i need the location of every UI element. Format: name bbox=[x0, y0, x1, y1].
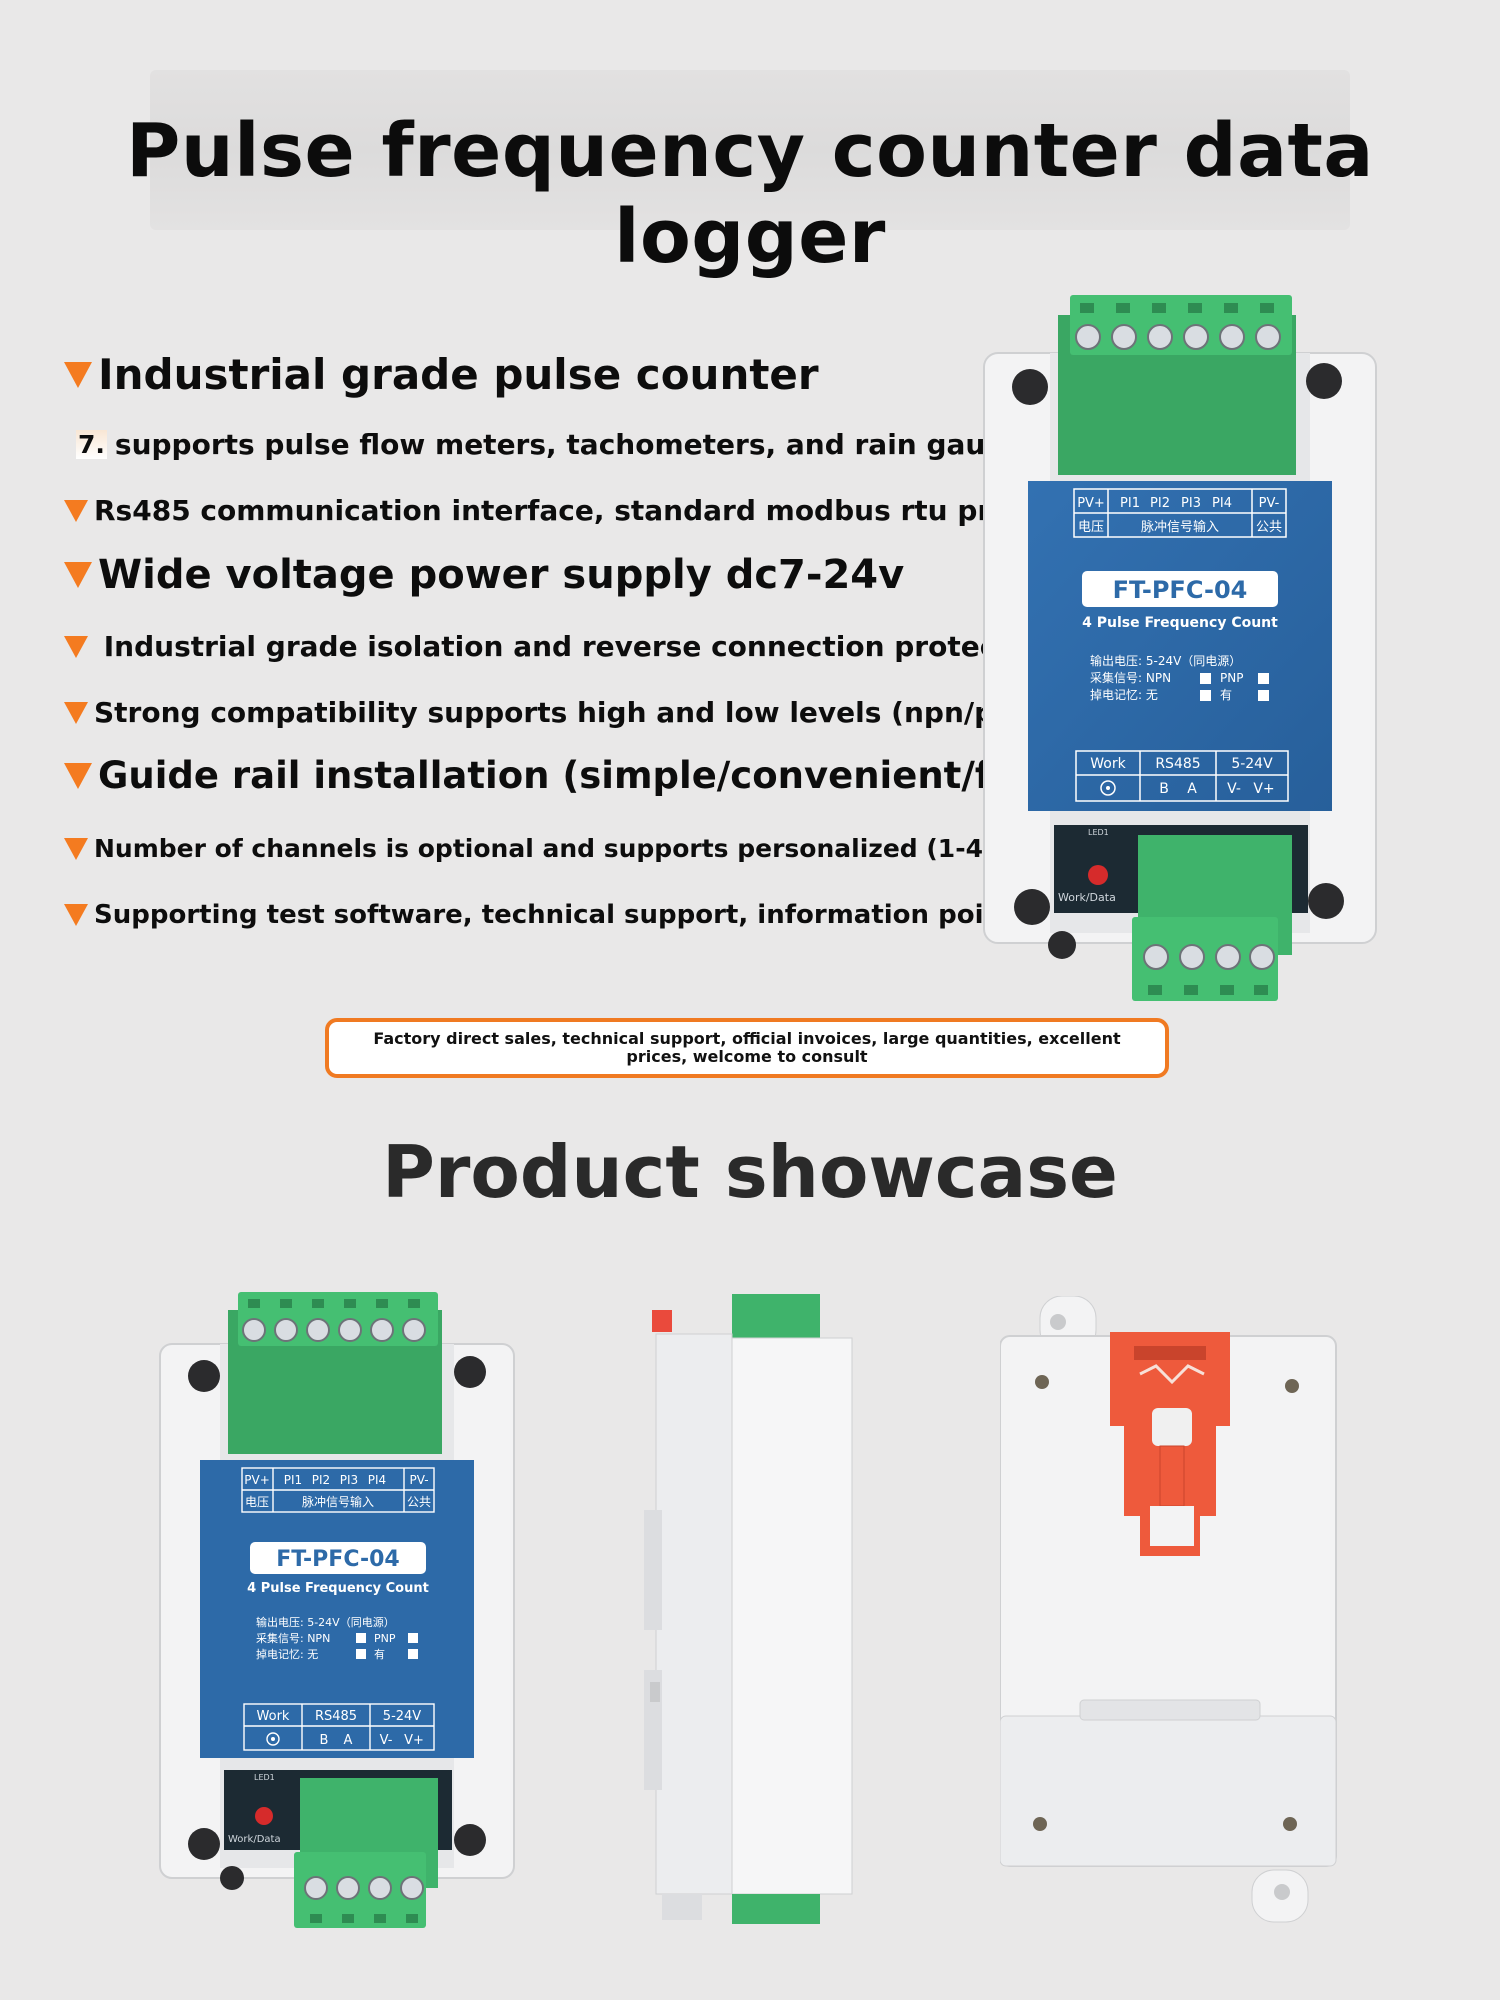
terminal-label: PI3 bbox=[340, 1473, 358, 1487]
device-front-image-showcase: PV+ PI1 PI2 PI3 PI4 PV- 电压 脉冲信号输入 公共 FT-… bbox=[159, 1292, 515, 1928]
spec-line: PNP bbox=[1220, 671, 1243, 685]
terminal-group-label: 公共 bbox=[407, 1495, 431, 1509]
device-side-image bbox=[644, 1294, 853, 1924]
port-value: V+ bbox=[404, 1733, 424, 1748]
terminal-label: PV- bbox=[409, 1473, 428, 1487]
feature-item: Wide voltage power supply dc7-24v bbox=[64, 552, 904, 598]
port-header: Work bbox=[1090, 756, 1126, 772]
terminal-label: PI1 bbox=[1120, 496, 1140, 511]
led-caption: Work/Data bbox=[228, 1834, 281, 1845]
triangle-bullet-icon bbox=[64, 361, 92, 388]
spec-line: 掉电记忆: 无 bbox=[1090, 688, 1158, 702]
terminal-label: PI2 bbox=[1150, 496, 1170, 511]
feature-item: Rs485 communication interface, standard … bbox=[64, 494, 1089, 527]
promo-banner: Factory direct sales, technical support,… bbox=[325, 1018, 1169, 1078]
feature-item: 7. supports pulse flow meters, tachomete… bbox=[76, 428, 1041, 461]
feature-text: Number of channels is optional and suppo… bbox=[94, 834, 1129, 863]
feature-text: Supporting test software, technical supp… bbox=[94, 900, 1099, 930]
feature-item: Supporting test software, technical supp… bbox=[64, 900, 1099, 930]
terminal-label: PV+ bbox=[1077, 496, 1105, 511]
spec-line: 有 bbox=[1220, 688, 1232, 702]
spec-line: 采集信号: NPN bbox=[256, 1631, 330, 1645]
port-header: Work bbox=[257, 1709, 290, 1724]
port-value: A bbox=[344, 1733, 353, 1748]
model-subtitle: 4 Pulse Frequency Count bbox=[247, 1581, 429, 1596]
terminal-group-label: 脉冲信号输入 bbox=[302, 1494, 374, 1509]
port-value: B bbox=[320, 1733, 329, 1748]
spec-line: 输出电压: 5-24V（同电源） bbox=[256, 1615, 395, 1629]
terminal-label: PV- bbox=[1259, 496, 1280, 511]
led-id: LED1 bbox=[254, 1773, 275, 1782]
feature-item: Industrial grade pulse counter bbox=[64, 350, 819, 399]
feature-item: Number of channels is optional and suppo… bbox=[64, 834, 1129, 863]
feature-item: Strong compatibility supports high and l… bbox=[64, 696, 1047, 729]
port-value: V+ bbox=[1253, 781, 1274, 797]
terminal-group-label: 电压 bbox=[1078, 520, 1104, 535]
led-id: LED1 bbox=[1088, 828, 1109, 837]
terminal-label: PI3 bbox=[1181, 496, 1201, 511]
feature-text: Strong compatibility supports high and l… bbox=[94, 696, 1047, 729]
terminal-group-label: 电压 bbox=[245, 1495, 269, 1509]
triangle-bullet-icon bbox=[64, 562, 92, 588]
terminal-label: PI2 bbox=[312, 1473, 330, 1487]
feature-number: 7. bbox=[76, 430, 107, 459]
port-header: RS485 bbox=[315, 1709, 357, 1724]
feature-text: Industrial grade pulse counter bbox=[98, 350, 819, 399]
spec-line: 输出电压: 5-24V（同电源） bbox=[1090, 653, 1241, 668]
model-name: FT-PFC-04 bbox=[1113, 576, 1248, 604]
terminal-label: PI4 bbox=[1212, 496, 1232, 511]
model-name: FT-PFC-04 bbox=[276, 1547, 399, 1572]
terminal-group-label: 脉冲信号输入 bbox=[1141, 519, 1219, 535]
triangle-bullet-icon bbox=[64, 837, 88, 860]
port-header: 5-24V bbox=[1231, 756, 1273, 772]
port-value: V- bbox=[1227, 781, 1241, 797]
triangle-bullet-icon bbox=[64, 904, 88, 926]
terminal-label: PI4 bbox=[368, 1473, 386, 1487]
feature-text: Rs485 communication interface, standard … bbox=[94, 494, 1089, 527]
port-header: 5-24V bbox=[383, 1709, 422, 1724]
terminal-label: PV+ bbox=[244, 1473, 270, 1487]
feature-text: Wide voltage power supply dc7-24v bbox=[98, 552, 905, 598]
feature-text: Guide rail installation (simple/convenie… bbox=[98, 754, 1073, 797]
feature-item: Guide rail installation (simple/convenie… bbox=[64, 754, 1073, 797]
spec-line: PNP bbox=[374, 1632, 396, 1645]
led-caption: Work/Data bbox=[1058, 891, 1116, 904]
device-back-image bbox=[1000, 1296, 1337, 1923]
spec-line: 有 bbox=[374, 1647, 385, 1661]
feature-item: Industrial grade isolation and reverse c… bbox=[64, 630, 1058, 663]
triangle-bullet-icon bbox=[64, 762, 92, 789]
triangle-bullet-icon bbox=[64, 635, 88, 658]
triangle-bullet-icon bbox=[64, 701, 88, 724]
page-title: Pulse frequency counter data logger bbox=[126, 108, 1374, 280]
spec-line: 掉电记忆: 无 bbox=[256, 1647, 318, 1661]
spec-line: 采集信号: NPN bbox=[1090, 670, 1171, 685]
model-subtitle: 4 Pulse Frequency Count bbox=[1082, 615, 1278, 631]
title-band bbox=[150, 70, 1350, 230]
terminal-group-label: 公共 bbox=[1256, 520, 1282, 535]
terminal-label: PI1 bbox=[284, 1473, 302, 1487]
feature-text: Industrial grade isolation and reverse c… bbox=[94, 630, 1059, 663]
triangle-bullet-icon bbox=[64, 499, 88, 522]
port-value: V- bbox=[380, 1733, 393, 1748]
port-header: RS485 bbox=[1155, 756, 1200, 772]
port-value: A bbox=[1187, 781, 1197, 797]
showcase-title: Product showcase bbox=[382, 1130, 1118, 1214]
port-value: B bbox=[1159, 781, 1169, 797]
feature-text: supports pulse flow meters, tachometers,… bbox=[114, 428, 1042, 461]
device-front-image-top: PV+ PI1 PI2 PI3 PI4 PV- 电压 脉冲信号输入 公共 FT-… bbox=[983, 295, 1377, 1001]
